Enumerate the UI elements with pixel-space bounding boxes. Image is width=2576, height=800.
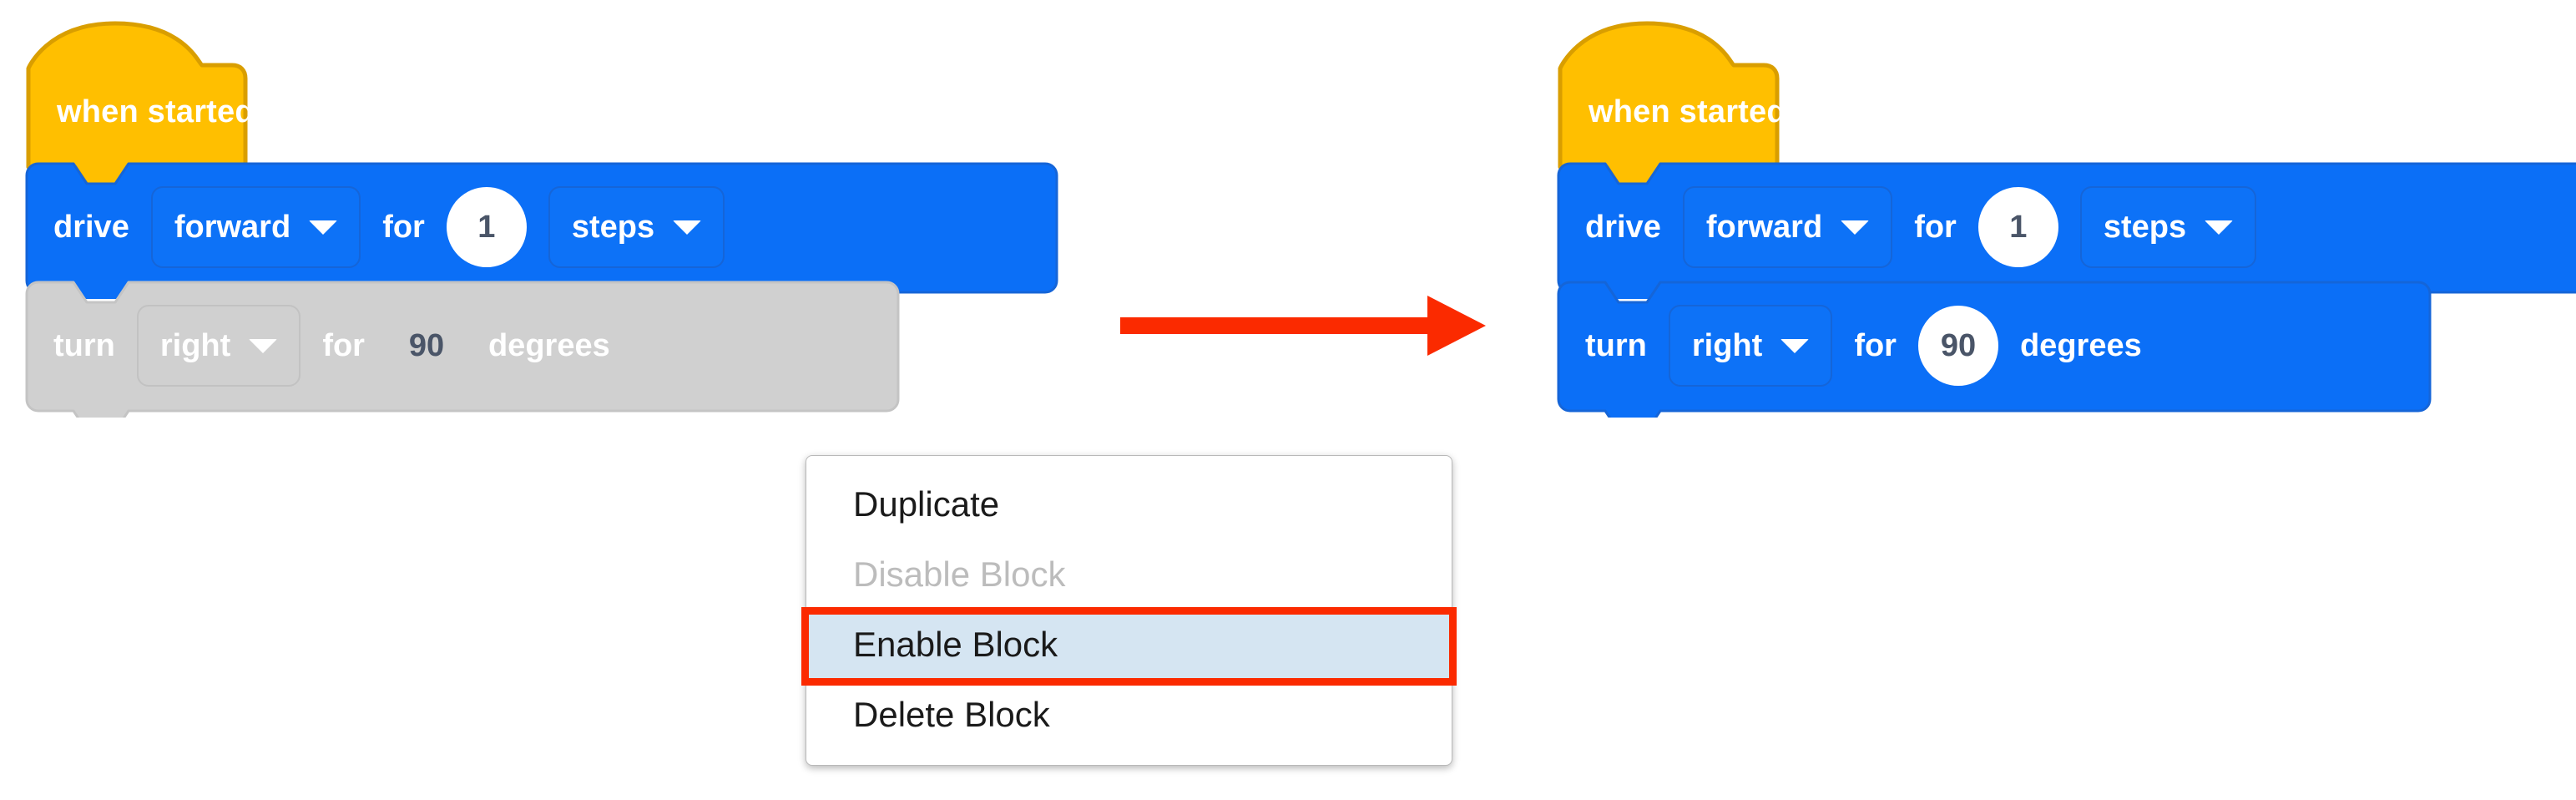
drive-direction-value: forward (1705, 210, 1823, 245)
block-context-menu[interactable]: Duplicate Disable Block Enable Block Del… (806, 455, 1452, 766)
context-menu-item-delete-block[interactable]: Delete Block (806, 680, 1452, 750)
hat-block-shape (1558, 21, 1780, 190)
when-started-hat-block-after[interactable]: when started (1557, 15, 1786, 190)
drive-block-content: drive forward for 1 steps (1557, 162, 2257, 292)
turn-block-content: turn right for 90 degrees (25, 281, 610, 411)
context-menu-item-label: Delete Block (853, 695, 1050, 734)
turn-amount-input[interactable]: 90 (1917, 306, 1998, 386)
chevron-down-icon (673, 220, 702, 235)
turn-block-after-enabled[interactable]: turn right for 90 degrees (1557, 281, 2442, 418)
chevron-down-icon (2205, 220, 2234, 235)
drive-direction-dropdown[interactable]: forward (150, 186, 361, 268)
drive-label: drive (53, 210, 129, 245)
drive-direction-dropdown[interactable]: forward (1682, 186, 1893, 268)
drive-amount-input[interactable]: 1 (1977, 187, 2058, 267)
turn-block-content: turn right for 90 degrees (1557, 281, 2142, 411)
arrow-right-icon (1120, 296, 1486, 356)
turn-direction-dropdown[interactable]: right (1668, 305, 1833, 387)
hat-block-shape (26, 21, 248, 190)
drive-label: drive (1585, 210, 1661, 245)
drive-unit-dropdown[interactable]: steps (548, 186, 725, 268)
drive-block-after[interactable]: drive forward for 1 steps (1557, 162, 2576, 299)
chevron-down-icon (1841, 220, 1870, 235)
before-block-stack: when started drive forward for 1 steps (25, 15, 1058, 418)
chevron-down-icon (249, 338, 278, 353)
when-started-hat-block-before[interactable]: when started (25, 15, 255, 190)
turn-amount-input[interactable]: 90 (408, 327, 445, 363)
context-menu-item-label: Enable Block (853, 625, 1058, 664)
hat-block-label: when started (1589, 94, 1786, 129)
drive-block-before[interactable]: drive forward for 1 steps (25, 162, 1068, 299)
after-block-stack: when started drive forward for 1 steps (1557, 15, 2576, 418)
drive-unit-dropdown[interactable]: steps (2079, 186, 2257, 268)
context-menu-item-enable-block[interactable]: Enable Block (806, 610, 1452, 680)
turn-block-shape-disabled (25, 281, 900, 418)
drive-for-label: for (1914, 210, 1957, 245)
turn-for-label: for (322, 328, 365, 363)
drive-amount-input[interactable]: 1 (446, 187, 527, 267)
turn-label: turn (53, 328, 115, 363)
turn-direction-value: right (159, 328, 231, 363)
context-menu-item-label: Disable Block (853, 554, 1066, 594)
context-menu-item-disable-block: Disable Block (806, 539, 1452, 610)
turn-unit-label: degrees (487, 328, 610, 363)
turn-label: turn (1585, 328, 1647, 363)
turn-direction-value: right (1691, 328, 1763, 363)
transition-arrow (1119, 284, 1503, 372)
chevron-down-icon (1780, 338, 1810, 353)
turn-unit-label: degrees (2019, 328, 2142, 363)
turn-for-label: for (1854, 328, 1897, 363)
context-menu-item-duplicate[interactable]: Duplicate (806, 469, 1452, 539)
drive-direction-value: forward (174, 210, 291, 245)
drive-block-content: drive forward for 1 steps (25, 162, 725, 292)
chevron-down-icon (309, 220, 338, 235)
hat-block-label: when started (57, 94, 255, 129)
turn-direction-dropdown[interactable]: right (136, 305, 301, 387)
drive-for-label: for (382, 210, 425, 245)
drive-unit-value: steps (571, 210, 655, 245)
turn-block-before-disabled[interactable]: turn right for 90 degrees (25, 281, 910, 418)
drive-unit-value: steps (2103, 210, 2187, 245)
context-menu-item-label: Duplicate (853, 484, 1000, 524)
